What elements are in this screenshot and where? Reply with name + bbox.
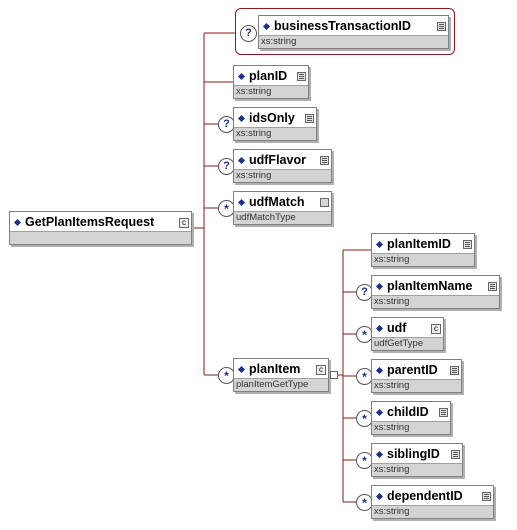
element-diamond-icon [375, 240, 384, 248]
element-name: planItemName [387, 279, 473, 293]
element-box-planItemName[interactable]: planItemName xs:string [371, 275, 500, 309]
element-diamond-icon [237, 198, 246, 206]
element-diamond-icon [237, 156, 246, 164]
element-name: planItemID [387, 237, 451, 251]
element-type: xs:string [372, 463, 462, 476]
list-icon [488, 282, 497, 291]
element-type: udfGetType [372, 337, 443, 350]
complex-type-icon: c [316, 365, 326, 375]
element-box-udfMatch[interactable]: udfMatch udfMatchType [233, 191, 332, 225]
list-icon [450, 366, 459, 375]
list-icon [305, 114, 314, 123]
element-diamond-icon [13, 218, 22, 226]
element-type: xs:string [372, 379, 461, 392]
element-diamond-icon [375, 450, 384, 458]
element-box-planItem[interactable]: planItem planItemGetType c [233, 358, 329, 392]
element-name: idsOnly [249, 111, 295, 125]
list-icon [297, 72, 306, 81]
element-diamond-icon [375, 366, 384, 374]
list-icon [463, 240, 472, 249]
list-icon [451, 450, 460, 459]
element-name: udfFlavor [249, 153, 306, 167]
element-type: xs:string [372, 295, 499, 308]
element-diamond-icon [237, 365, 246, 373]
choice-frame [235, 8, 455, 55]
list-icon [320, 156, 329, 165]
element-box-parentID[interactable]: parentID xs:string [371, 359, 462, 393]
element-name: planItem [249, 362, 301, 376]
optional-badge-icon: ? [240, 25, 257, 42]
element-type: xs:string [259, 35, 448, 48]
element-name: siblingID [387, 447, 440, 461]
element-name: businessTransactionID [274, 19, 411, 33]
list-icon [437, 22, 446, 31]
zero-or-more-badge-icon: * [356, 368, 373, 385]
element-name: childID [387, 405, 429, 419]
element-box-siblingID[interactable]: siblingID xs:string [371, 443, 463, 477]
element-type: xs:string [234, 127, 316, 140]
list-icon [482, 492, 491, 501]
zero-or-more-badge-icon: * [356, 452, 373, 469]
element-name: udfMatch [249, 195, 305, 209]
element-type: udfMatchType [234, 211, 331, 224]
element-name: udf [387, 321, 407, 335]
element-type: planItemGetType [234, 378, 328, 391]
root-element-box[interactable]: GetPlanItemsRequest c [9, 211, 192, 245]
element-diamond-icon [375, 492, 384, 500]
element-diamond-icon [375, 282, 384, 290]
root-type-bar [10, 231, 191, 244]
element-box-udfFlavor[interactable]: udfFlavor xs:string [233, 149, 332, 183]
element-name: planID [249, 69, 288, 83]
element-box-udf[interactable]: udf udfGetType c [371, 317, 444, 351]
root-element-name: GetPlanItemsRequest [25, 215, 155, 229]
element-name: parentID [387, 363, 438, 377]
element-diamond-icon [237, 72, 246, 80]
element-diamond-icon [262, 22, 271, 30]
element-type: xs:string [234, 169, 331, 182]
blank-icon [320, 198, 329, 207]
element-box-idsOnly[interactable]: idsOnly xs:string [233, 107, 317, 141]
sequence-connector-icon [330, 371, 338, 379]
element-box-businessTransactionID[interactable]: businessTransactionID xs:string [258, 15, 449, 49]
element-type: xs:string [372, 421, 450, 434]
element-name: dependentID [387, 489, 463, 503]
element-diamond-icon [237, 114, 246, 122]
element-type: xs:string [372, 253, 474, 266]
complex-type-icon: c [431, 324, 441, 334]
element-box-dependentID[interactable]: dependentID xs:string [371, 485, 494, 519]
element-box-childID[interactable]: childID xs:string [371, 401, 451, 435]
list-icon [439, 408, 448, 417]
element-diamond-icon [375, 324, 384, 332]
element-box-planID[interactable]: planID xs:string [233, 65, 309, 99]
element-box-planItemID[interactable]: planItemID xs:string [371, 233, 475, 267]
complex-type-icon: c [179, 218, 189, 228]
element-type: xs:string [372, 505, 493, 518]
element-diamond-icon [375, 408, 384, 416]
element-type: xs:string [234, 85, 308, 98]
